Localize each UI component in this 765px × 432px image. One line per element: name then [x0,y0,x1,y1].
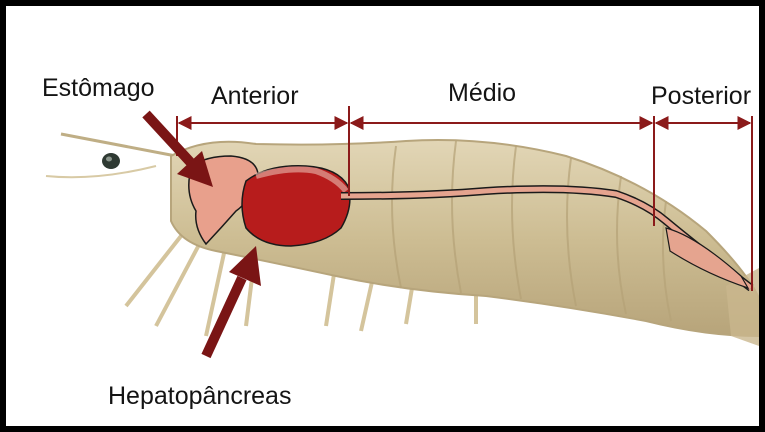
anterior-label: Anterior [211,84,299,109]
posterior-label: Posterior [651,84,751,109]
rostrum [61,134,176,156]
middle-label: Médio [448,81,516,106]
stomach-label: Estômago [42,76,155,101]
stomach-pointer-shaft [146,114,192,164]
shrimp-anatomy-figure [6,6,759,426]
antenna [46,166,156,177]
eye [102,153,120,169]
shrimp-illustration [46,134,759,346]
hepatopancreas-label: Hepatopâncreas [108,384,291,409]
